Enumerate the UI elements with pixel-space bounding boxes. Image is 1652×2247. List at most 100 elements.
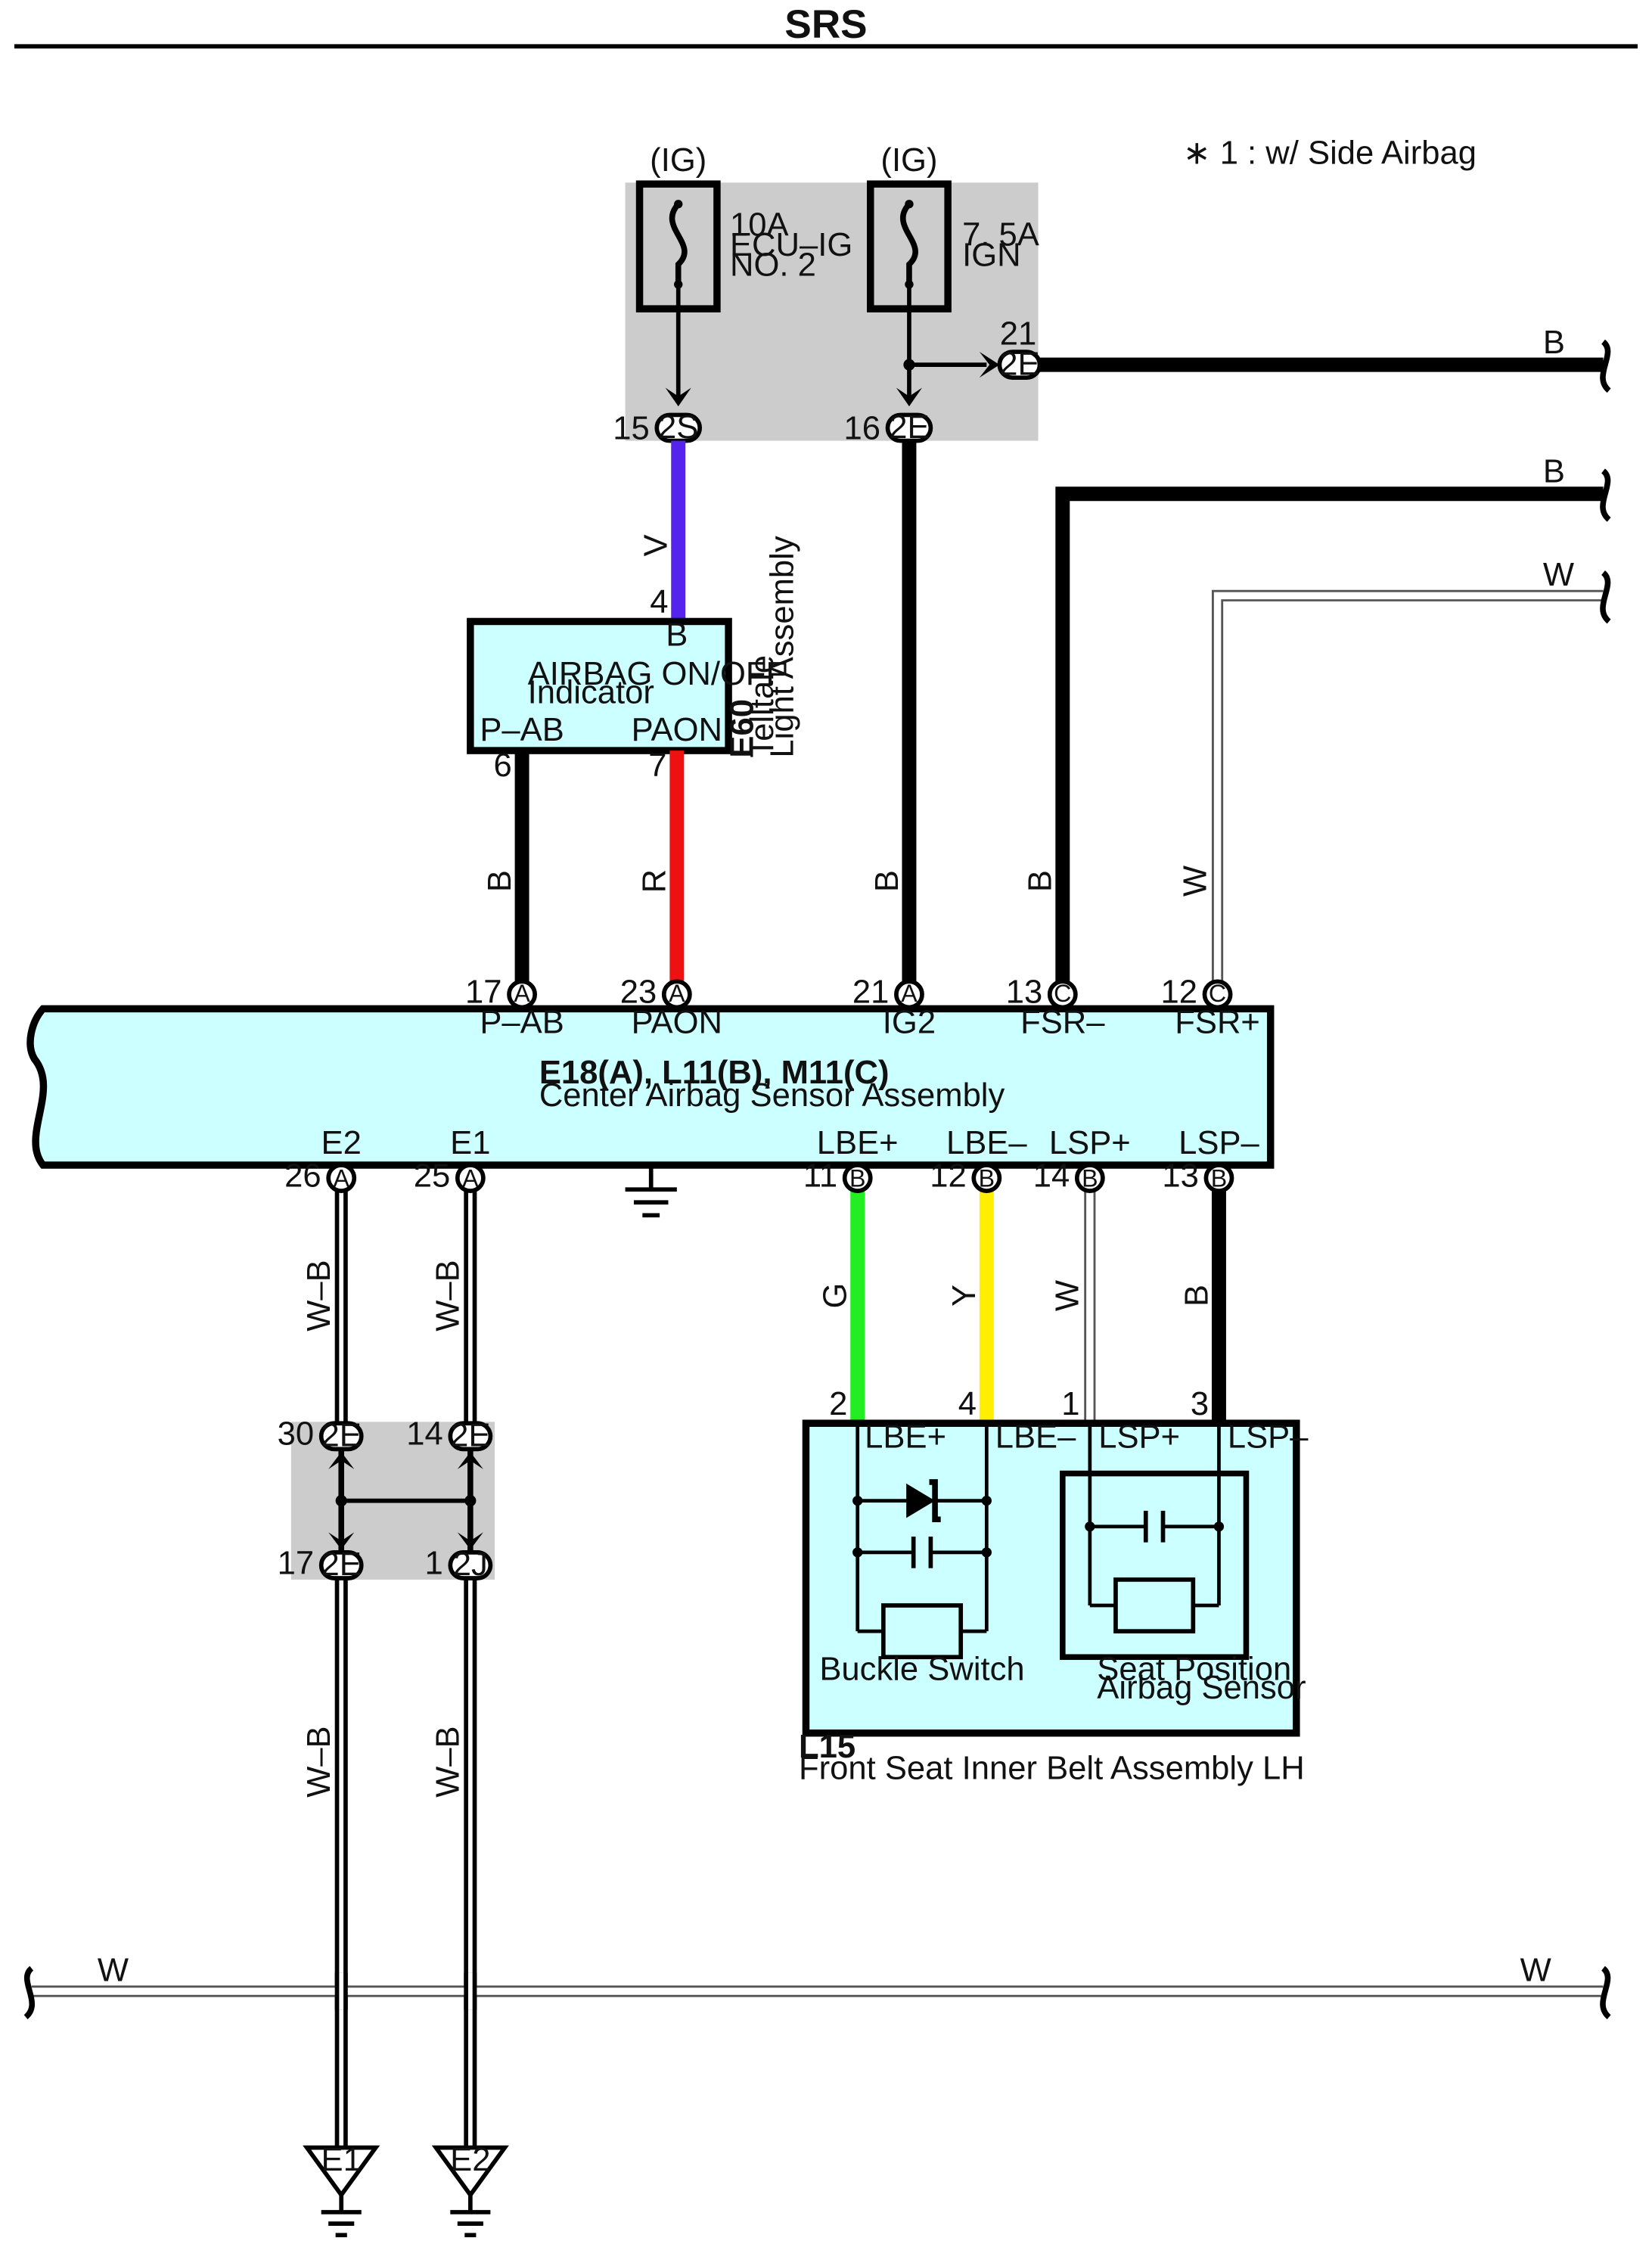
arrow-up xyxy=(328,1452,355,1469)
splice-ign xyxy=(903,359,915,371)
pin-conn: C xyxy=(1209,980,1226,1007)
sensor-pin-e2-label: E2 xyxy=(321,1125,362,1161)
pin-num: 30 xyxy=(278,1416,315,1453)
pin-num: 15 xyxy=(613,411,650,447)
footnote: ∗ 1 : w/ Side Airbag xyxy=(1183,135,1477,172)
wire-label-w: W xyxy=(1177,866,1213,897)
seat-sensor-label-line1: Seat Position xyxy=(1097,1652,1291,1688)
wire-b-fsr-minus xyxy=(1055,486,1604,987)
node xyxy=(852,1495,863,1506)
ground-triangle-icon xyxy=(431,2145,509,2199)
wire-label-w: W xyxy=(1543,557,1574,593)
indicator-pin-pab-label: P–AB xyxy=(480,712,564,748)
pin-num: 1 xyxy=(425,1545,443,1581)
pin-conn: 2E xyxy=(321,1418,362,1454)
sensor-pin-e1-label: E1 xyxy=(450,1125,490,1161)
belt-name: Front Seat Inner Belt Assembly LH xyxy=(799,1750,1305,1786)
belt-pin-4: 4 xyxy=(958,1386,977,1422)
pin-num: 25 xyxy=(414,1158,451,1194)
connector-2e-16: 16 2E xyxy=(844,409,933,447)
connector-2e-30: 30 2E xyxy=(278,1416,364,1454)
sensor-pin-e2: 26 A xyxy=(284,1158,357,1194)
indicator-box xyxy=(467,617,732,754)
break-symbol xyxy=(1600,570,1611,624)
splice xyxy=(464,1495,477,1507)
pin-num: 12 xyxy=(1161,974,1198,1011)
pin-circle xyxy=(661,979,692,1010)
pin-circle xyxy=(1047,979,1078,1010)
node xyxy=(1213,1521,1225,1532)
sensor-box xyxy=(26,1005,1275,1169)
ground-label: E1 xyxy=(321,2142,362,2178)
pin-conn: B xyxy=(979,1164,995,1192)
page-title: SRS xyxy=(784,2,867,47)
fuse-2-element xyxy=(900,202,918,284)
pill xyxy=(318,1421,364,1452)
connector-2e-17: 17 2E xyxy=(278,1545,364,1583)
wire-label-b: B xyxy=(1543,454,1565,490)
belt-code: L15 xyxy=(799,1729,856,1765)
belt-pin-lbe-minus-label: LBE– xyxy=(995,1419,1076,1455)
zener-diode-icon xyxy=(906,1483,936,1518)
fuse-2-name-line1: IGN xyxy=(962,237,1021,273)
belt-pin-2: 2 xyxy=(829,1386,847,1422)
pin-num: 21 xyxy=(1000,316,1037,353)
indicator-assembly-line1: Telltale xyxy=(744,655,781,758)
pin-conn: A xyxy=(669,980,685,1007)
arrow-up xyxy=(457,1452,483,1469)
pin-num: 12 xyxy=(930,1158,966,1194)
fuse-1-rating: 10A xyxy=(730,207,789,243)
pin-num: 14 xyxy=(406,1416,443,1453)
pin-conn: 2E xyxy=(999,346,1039,382)
node xyxy=(981,1547,992,1558)
sensor-pin-fsr-minus: 13 C FSR– xyxy=(1006,974,1106,1041)
pin-label: PAON xyxy=(632,1005,722,1041)
sensor-pin-pab: 17 A P–AB xyxy=(465,974,564,1041)
node xyxy=(852,1547,863,1558)
pin-conn: 2E xyxy=(321,1546,362,1583)
node xyxy=(1085,1521,1095,1532)
pin-circle xyxy=(1203,1163,1234,1193)
pin-conn: 2E xyxy=(889,409,929,446)
sensor-pin-e1: 25 A xyxy=(414,1158,486,1194)
airbag-indicator-e60: B AIRBAG ON/OFF Indicator P–AB PAON E60 … xyxy=(467,536,800,758)
pin-circle xyxy=(894,979,924,1010)
pin-num: 21 xyxy=(852,974,889,1011)
pin-num: 13 xyxy=(1162,1158,1198,1194)
pin-num: 17 xyxy=(465,974,502,1011)
belt-pin-3: 3 xyxy=(1191,1386,1209,1422)
pin-num: 26 xyxy=(284,1158,321,1194)
pin-conn: 2J xyxy=(453,1546,488,1583)
front-seat-inner-belt-l15: 2 4 1 3 LBE+ LBE– LSP+ LSP– Buckle Switc… xyxy=(799,1386,1309,1787)
arrow-2e-16 xyxy=(896,387,923,407)
splice xyxy=(335,1495,347,1507)
indicator-pin-7: 7 xyxy=(648,747,666,784)
sensor-pin-lsp-minus-label: LSP– xyxy=(1178,1125,1259,1161)
pill xyxy=(448,1421,493,1452)
sensor-pin-lsp-plus: 14 B xyxy=(1033,1158,1105,1194)
seat-sensor-label-line2: Airbag Sensor xyxy=(1097,1670,1306,1706)
sensor-pin-lsp-plus-label: LSP+ xyxy=(1049,1125,1131,1161)
wire-label-b: B xyxy=(869,870,905,892)
wire-label-wb: W–B xyxy=(430,1260,467,1331)
seat-sensor-box xyxy=(1060,1470,1250,1661)
pin-circle xyxy=(842,1163,873,1193)
center-airbag-sensor: E18(A), L11(B), M11(C) Center Airbag Sen… xyxy=(26,974,1275,1169)
wire-label-w: W xyxy=(1520,1953,1551,1989)
indicator-top-pin-label: B xyxy=(666,617,688,654)
fuse-1-ig-label: (IG) xyxy=(650,142,706,179)
pin-label: IG2 xyxy=(883,1005,936,1041)
pin-num: 14 xyxy=(1033,1158,1070,1194)
zener-bar xyxy=(929,1479,941,1523)
pin-num: 13 xyxy=(1006,974,1043,1011)
pin-label: FSR+ xyxy=(1175,1005,1260,1041)
buckle-switch-circuit: Buckle Switch xyxy=(819,1423,1025,1688)
pin-conn: 2S xyxy=(658,409,698,446)
ground-label: E2 xyxy=(450,2142,490,2178)
ground-point-e1: E1 xyxy=(303,2142,380,2238)
connector-2e-14: 14 2E xyxy=(406,1416,493,1454)
belt-pin-lsp-minus-label: LSP– xyxy=(1228,1419,1309,1455)
indicator-assembly-line2: Light Assembly xyxy=(764,536,800,757)
pin-conn: A xyxy=(901,980,918,1007)
